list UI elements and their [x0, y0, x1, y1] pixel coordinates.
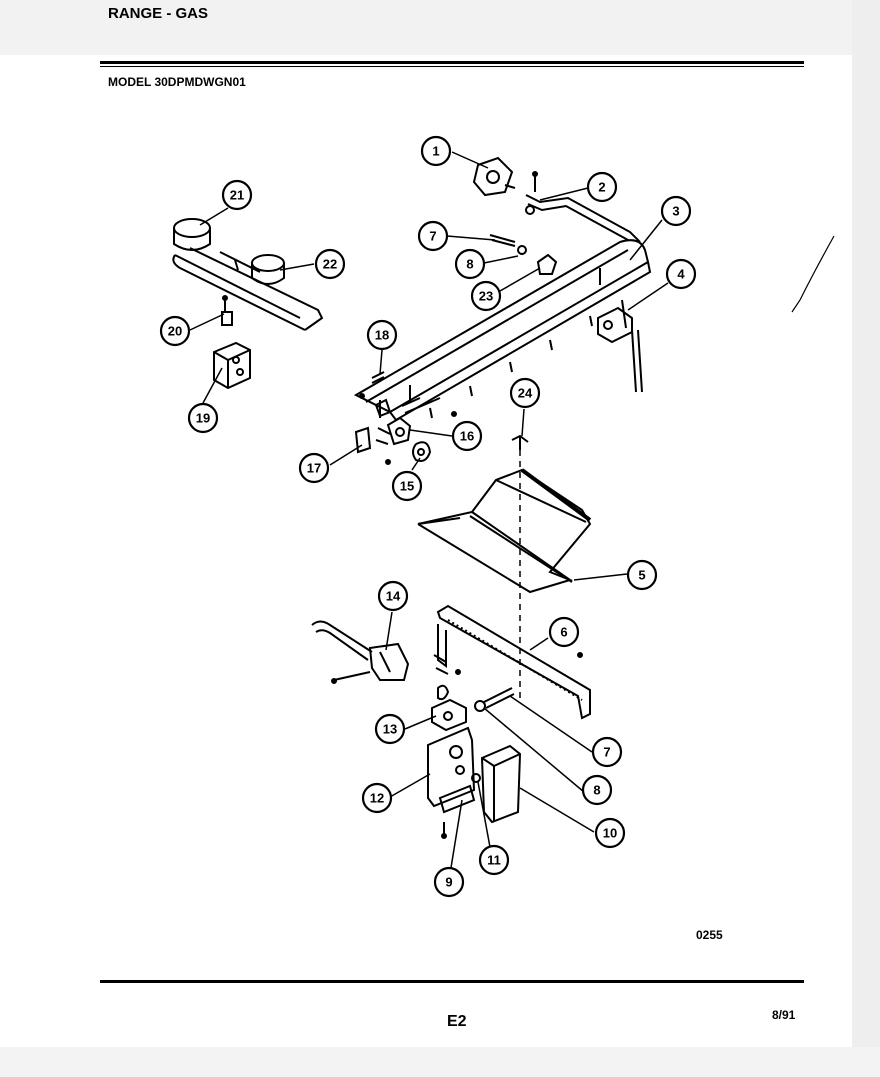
callout-9-label: 9 — [445, 875, 452, 890]
callout-11-label: 11 — [487, 853, 501, 868]
leader-lines — [189, 151, 669, 881]
callout-20 — [159, 315, 191, 347]
callout-10-label: 10 — [603, 826, 617, 841]
revision-date: 8/91 — [772, 1008, 796, 1022]
callout-3-label: 3 — [672, 204, 679, 219]
callout-5 — [626, 559, 658, 591]
callout-20-label: 20 — [168, 324, 182, 339]
scan-top-margin — [0, 0, 880, 55]
part-24-clip — [511, 434, 529, 450]
lower-valve-assembly — [427, 684, 522, 839]
callout-7-upper — [417, 220, 449, 252]
callout-11 — [478, 844, 510, 876]
callout-5-label: 5 — [638, 568, 645, 583]
callout-4-label: 4 — [677, 267, 685, 282]
part-8-lower — [474, 700, 486, 712]
header-rule — [100, 61, 804, 64]
callout-21 — [221, 179, 253, 211]
callout-9 — [433, 866, 465, 898]
scan-artifact-stroke — [791, 235, 835, 313]
callout-1 — [420, 135, 452, 167]
callout-16 — [451, 420, 483, 452]
page-number: E2 — [447, 1013, 467, 1030]
callout-3 — [660, 195, 692, 227]
callout-15-label: 15 — [400, 479, 414, 494]
callout-18-label: 18 — [375, 328, 389, 343]
callout-24-label: 24 — [518, 386, 533, 401]
callout-8-upper — [454, 248, 486, 280]
burner-assembly-left — [172, 218, 324, 390]
callout-13-label: 13 — [383, 722, 397, 737]
part-5-deflector — [417, 468, 592, 594]
callout-1-label: 1 — [432, 144, 439, 159]
header-rule-thin — [100, 66, 804, 67]
callout-13 — [374, 713, 406, 745]
callout-10 — [594, 817, 626, 849]
callout-16-label: 16 — [460, 429, 474, 444]
scan-right-margin — [852, 0, 880, 1077]
callout-21-label: 21 — [230, 188, 244, 203]
callout-19 — [187, 402, 219, 434]
callout-7-lower — [591, 736, 623, 768]
callout-7-lower-label: 7 — [603, 745, 610, 760]
callout-18 — [366, 319, 398, 351]
footer-rule — [100, 980, 804, 983]
callout-22 — [314, 248, 346, 280]
callout-6-label: 6 — [560, 625, 567, 640]
part-7-lower — [483, 687, 515, 709]
callout-14-label: 14 — [386, 589, 401, 604]
callout-23 — [470, 280, 502, 312]
callout-2-label: 2 — [598, 180, 605, 195]
callout-12 — [361, 782, 393, 814]
callout-17-label: 17 — [307, 461, 321, 476]
part-6-burner — [433, 604, 591, 720]
callout-24 — [509, 377, 541, 409]
callout-14 — [377, 580, 409, 612]
callout-6 — [548, 616, 580, 648]
callout-15 — [391, 470, 423, 502]
callout-19-label: 19 — [196, 411, 210, 426]
manifold-assembly — [353, 156, 652, 422]
callout-23-label: 23 — [479, 289, 493, 304]
page-title: RANGE - GAS — [108, 5, 209, 22]
valve-parts-cluster — [354, 371, 457, 465]
callout-17 — [298, 452, 330, 484]
part-4-thermostat — [597, 299, 643, 393]
callout-2 — [586, 171, 618, 203]
scan-bottom-margin — [0, 1047, 880, 1077]
callout-7-upper-label: 7 — [429, 229, 436, 244]
model-number: MODEL 30DPMDWGN01 — [108, 75, 246, 89]
drawing-code: 0255 — [696, 928, 723, 942]
part-14-igniter — [311, 620, 410, 684]
callout-8-upper-label: 8 — [466, 257, 473, 272]
callout-22-label: 22 — [323, 257, 337, 272]
callout-8-lower — [581, 774, 613, 806]
callout-8-lower-label: 8 — [593, 783, 600, 798]
callout-4 — [665, 258, 697, 290]
callout-12-label: 12 — [370, 791, 384, 806]
